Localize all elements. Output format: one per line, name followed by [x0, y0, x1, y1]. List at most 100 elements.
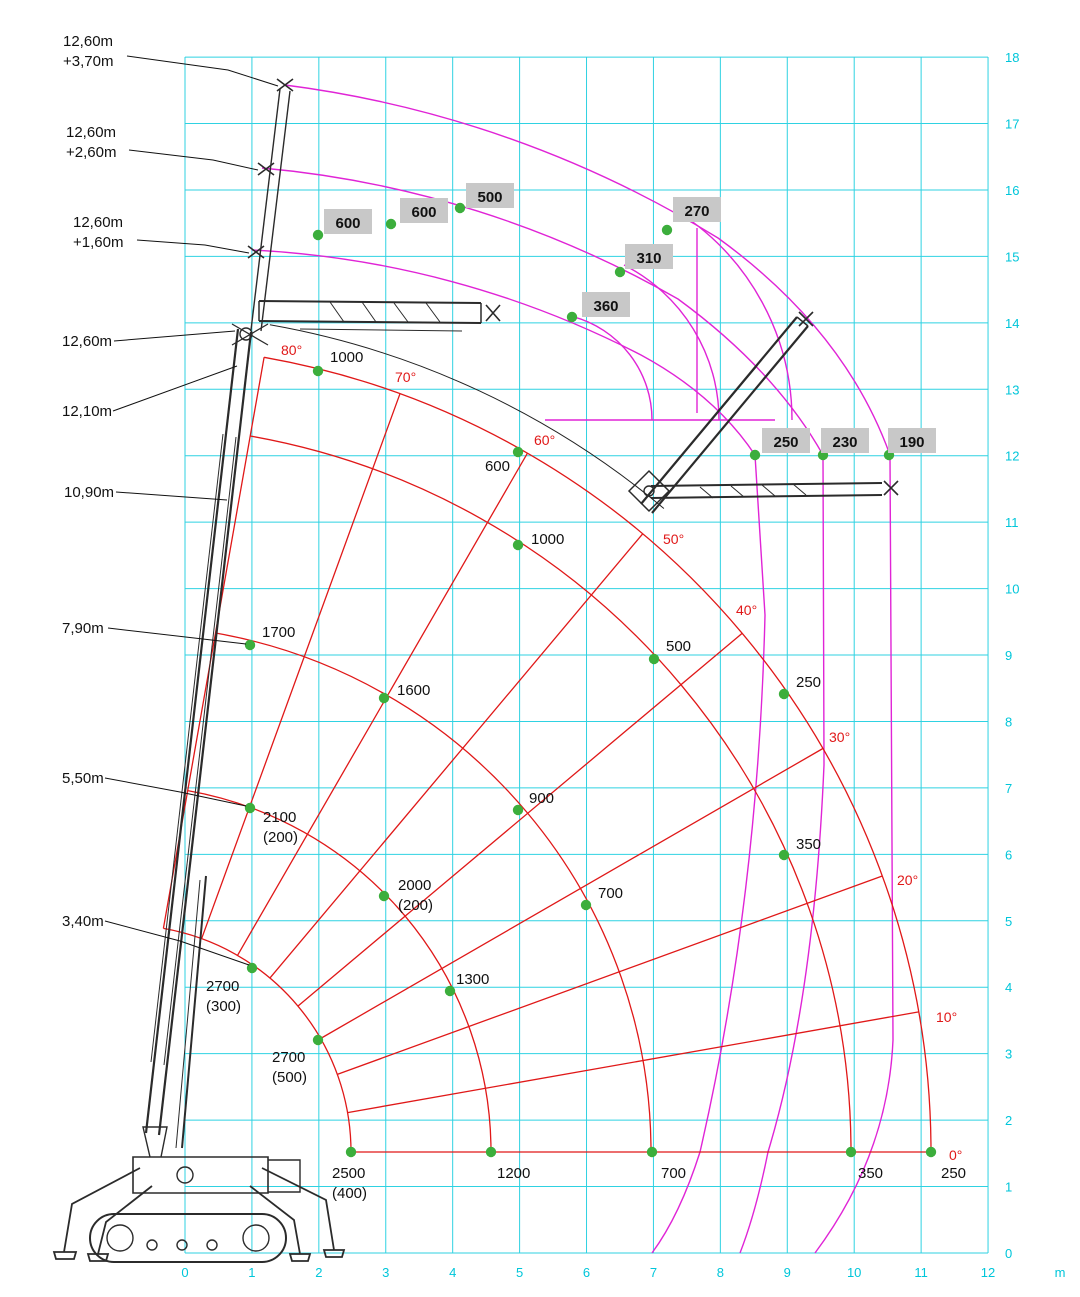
load-point-dot — [749, 449, 761, 461]
load-point-dot — [614, 266, 626, 278]
load-point-dot — [312, 365, 324, 377]
boom-length-arc — [215, 632, 652, 1153]
jib-load-badge — [466, 183, 514, 208]
jib-fan-arc — [623, 264, 720, 421]
crane-part — [268, 1159, 301, 1193]
jib-envelope-curve — [284, 84, 894, 1254]
load-point-dot — [661, 224, 673, 236]
x-tick-label: 0 — [181, 1265, 188, 1280]
jib-load-label: 600 — [335, 215, 360, 232]
load-point-dot — [512, 539, 524, 551]
crane-wheel — [176, 1239, 188, 1251]
load-value-label: 1600 — [397, 682, 430, 699]
boom-length-arc — [187, 789, 492, 1153]
load-value-label: 350 — [796, 836, 821, 853]
jib-load-label: 190 — [899, 434, 924, 451]
load-point-dot — [244, 639, 256, 651]
angle-line — [200, 393, 401, 939]
angle-label: 40° — [736, 602, 757, 618]
load-value-label: 2500 — [332, 1165, 365, 1182]
leader-line — [104, 777, 247, 807]
jib-load-badge — [821, 428, 869, 453]
y-tick-label: 16 — [1005, 183, 1019, 198]
jib-fan-arc — [679, 212, 793, 421]
x-tick-label: 8 — [717, 1265, 724, 1280]
crane-part — [163, 436, 237, 1066]
load-value-label: 700 — [598, 885, 623, 902]
x-tick-label: 5 — [516, 1265, 523, 1280]
jib-load-label: 250 — [773, 434, 798, 451]
load-point-dot — [385, 218, 397, 230]
crane-part — [231, 323, 269, 346]
crane-part — [798, 311, 814, 327]
x-tick-label: 6 — [583, 1265, 590, 1280]
angle-label: 30° — [829, 729, 850, 745]
angle-line — [337, 875, 883, 1076]
jib-load-badge — [582, 292, 630, 317]
load-value-label: 2700 — [206, 978, 239, 995]
crane-illustration — [52, 78, 899, 1263]
jib-load-label: 500 — [477, 189, 502, 206]
load-value-label: 1200 — [497, 1165, 530, 1182]
load-value-label: 2000 — [398, 877, 431, 894]
load-subvalue-label: (400) — [332, 1185, 367, 1202]
load-point-dot — [444, 985, 456, 997]
angle-label: 0° — [949, 1147, 962, 1163]
load-point-dot — [512, 804, 524, 816]
jib-load-badge — [625, 244, 673, 269]
y-tick-label: 14 — [1005, 316, 1019, 331]
load-point-dot — [485, 1146, 497, 1158]
crane-wheel — [106, 1224, 134, 1252]
leader-line — [126, 55, 279, 87]
crane-part — [249, 1185, 312, 1262]
angle-label: 80° — [281, 342, 302, 358]
x-tick-label: 10 — [847, 1265, 861, 1280]
y-tick-label: 10 — [1005, 582, 1019, 597]
load-point-dot — [925, 1146, 937, 1158]
load-value-label: 1000 — [330, 349, 363, 366]
load-point-dot — [378, 890, 390, 902]
y-tick-label: 17 — [1005, 117, 1019, 132]
boom-length-label: 12,60m — [62, 333, 112, 350]
crane-part — [181, 875, 207, 1149]
crane-part — [132, 1156, 269, 1194]
x-tick-label: 1 — [248, 1265, 255, 1280]
y-tick-label: 13 — [1005, 382, 1019, 397]
crane-part — [89, 1213, 287, 1263]
crane-wheel — [643, 485, 655, 497]
leader-line — [128, 149, 259, 171]
jib-envelope-curve — [261, 167, 825, 1254]
angle-label: 10° — [936, 1009, 957, 1025]
jib-load-badge — [673, 197, 721, 222]
boom-length-label: +1,60m — [73, 234, 123, 251]
crane-part — [258, 301, 482, 323]
crane-part — [157, 331, 253, 1136]
boom-tip-arc — [269, 324, 665, 509]
crane-part — [299, 328, 463, 332]
boom-length-arc — [263, 356, 932, 1153]
crane-part — [276, 78, 294, 92]
jib-load-label: 600 — [411, 204, 436, 221]
leader-line — [136, 239, 250, 254]
load-point-dot — [778, 849, 790, 861]
y-tick-label: 1 — [1005, 1180, 1012, 1195]
angle-label: 70° — [395, 369, 416, 385]
angle-line — [236, 452, 529, 956]
boom-length-label: 12,60m — [63, 33, 113, 50]
load-value-label: 1700 — [262, 624, 295, 641]
crane-part — [485, 304, 501, 322]
jib-load-badge — [400, 198, 448, 223]
x-tick-label: 12 — [981, 1265, 995, 1280]
angle-label: 50° — [663, 531, 684, 547]
load-point-dot — [378, 692, 390, 704]
angle-label: 20° — [897, 872, 918, 888]
jib-load-badge — [324, 209, 372, 234]
load-point-dot — [845, 1146, 857, 1158]
load-point-dot — [345, 1146, 357, 1158]
crane-part — [258, 320, 482, 324]
angle-line — [347, 1011, 919, 1114]
load-value-label: 700 — [661, 1165, 686, 1182]
load-points: 10006001000170016005002502100(200)900200… — [206, 349, 966, 1202]
